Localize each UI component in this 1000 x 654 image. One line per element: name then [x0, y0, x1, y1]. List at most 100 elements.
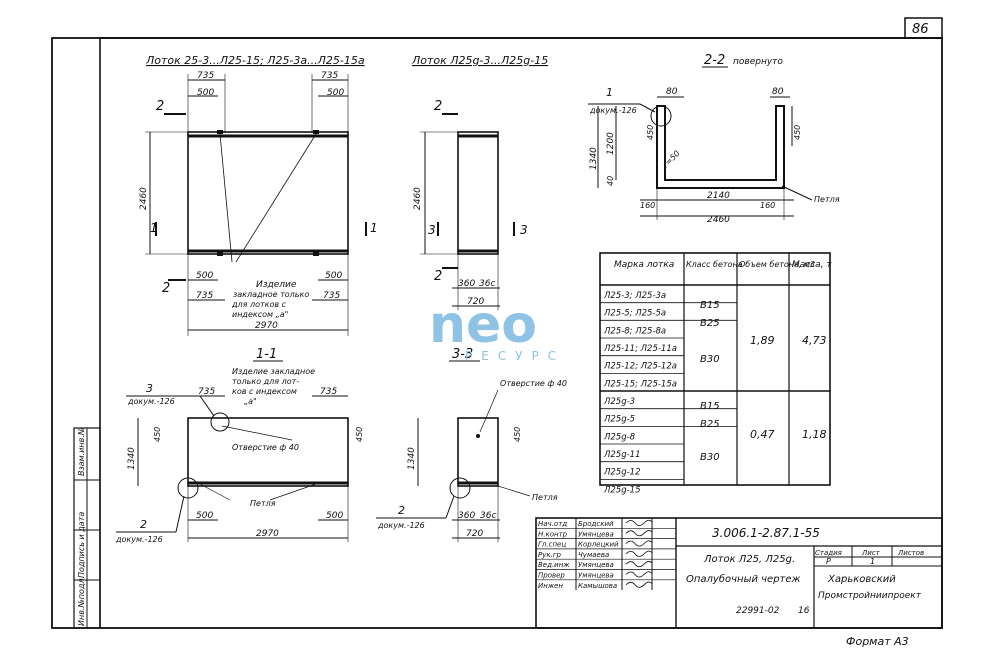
sec11-note: Изделие закладное — [232, 367, 315, 376]
sec11-note: „а" — [244, 397, 257, 406]
cell-volume: 0,47 — [750, 428, 775, 441]
cell-class: В25 — [700, 318, 720, 329]
stamp-name: Умянцева — [578, 572, 614, 580]
section-mark-3: 3 — [520, 223, 528, 237]
title-block — [535, 517, 943, 629]
dim-450: 450 — [153, 427, 162, 442]
sec22-profile — [656, 105, 785, 189]
cell-class: В30 — [700, 452, 720, 463]
table-row-mark: Л25-8; Л25-8а — [603, 326, 666, 336]
dim-450: 450 — [646, 125, 655, 140]
detail-circle-1 — [650, 105, 672, 127]
signature-scribble — [625, 571, 653, 578]
table-row-mark: Л25g-5 — [603, 415, 635, 425]
callout-2: 2 — [140, 518, 147, 531]
org-name: Промстройниипроект — [818, 591, 922, 601]
leader-line — [221, 425, 293, 441]
dim-720: 720 — [466, 529, 483, 539]
cell-class: В25 — [700, 419, 720, 430]
dim-500: 500 — [325, 271, 342, 281]
stamp-h-sheets: Листов — [897, 549, 924, 557]
dim-735: 735 — [197, 71, 214, 81]
dim-80: 80 — [666, 87, 678, 97]
table-row-mark: Л25g-11 — [603, 450, 641, 460]
dim-500: 500 — [326, 511, 343, 521]
th-marka: Марка лотка — [614, 260, 674, 270]
stamp-role: Провер — [538, 572, 565, 580]
stamp-name: Умянцева — [578, 561, 614, 569]
leader-line — [497, 485, 531, 497]
dim-1340: 1340 — [589, 147, 599, 170]
dim-2140: 2140 — [707, 191, 730, 201]
dim-36c: 36с — [479, 279, 495, 289]
stamp-role: Рук.гр — [538, 551, 561, 559]
signature-scribble — [625, 519, 653, 526]
embed-plate — [313, 252, 319, 256]
side-stamp-label: Подпись и дата — [77, 512, 86, 578]
th-klass: Класс бетона — [686, 260, 743, 269]
org-name: Харьковский — [827, 574, 896, 585]
callout-2: 2 — [398, 504, 405, 517]
spec-table — [599, 252, 831, 486]
callout-1: 1 — [606, 86, 613, 99]
note-petlya: Петля — [814, 195, 840, 204]
cell-class: В30 — [700, 354, 720, 365]
note-zaklad: для лотков с — [231, 300, 287, 309]
note-izdelie: Изделие — [256, 280, 297, 290]
note-petlya: Петля — [250, 499, 276, 508]
callout-3: 3 — [146, 382, 153, 395]
callout-dokum: докум.-126 — [127, 397, 175, 406]
leader-line — [219, 133, 233, 263]
dim-735: 735 — [196, 291, 213, 301]
th-obem: Объем бетона, м3 — [739, 260, 815, 269]
dim-500: 500 — [196, 511, 213, 521]
stamp-v-sheet: 1 — [870, 557, 875, 566]
callout-dokum: докум.-126 — [377, 521, 425, 530]
leader-line — [639, 103, 656, 113]
cell-volume: 1,89 — [750, 334, 775, 347]
table-row-mark: Л25-5; Л25-5а — [603, 309, 666, 319]
dim-2460: 2460 — [139, 187, 149, 210]
signature-scribble — [625, 530, 653, 537]
copy-number: 16 — [798, 606, 810, 616]
leader-line — [445, 495, 455, 519]
stamp-h-stage: Стадия — [815, 549, 842, 557]
dim-360: 360 — [458, 279, 475, 289]
main-view-title: Лоток 25-3...Л25-15; Л25-3а...Л25-15а — [145, 54, 365, 67]
leader-line — [175, 495, 185, 533]
signature-scribble — [625, 550, 653, 557]
leader-line — [269, 483, 317, 501]
dim-720: 720 — [467, 297, 484, 307]
page-number: 86 — [912, 22, 929, 37]
detail-circle-2 — [449, 477, 471, 499]
dim-500: 500 — [327, 88, 344, 98]
callout-dokum: докум.-126 — [589, 106, 637, 115]
note-otverstie: Отверстие ф 40 — [232, 443, 299, 452]
cell-mass: 1,18 — [802, 428, 827, 441]
signature-scribble — [625, 561, 653, 568]
dim-500: 500 — [197, 88, 214, 98]
sec11-outline — [187, 417, 349, 487]
dim-735: 735 — [198, 387, 215, 397]
main-tray-outline — [187, 131, 349, 255]
dim-160: 160 — [760, 201, 775, 210]
section-mark-3: 3 — [428, 223, 436, 237]
stamp-role: Нач.отд — [538, 520, 567, 528]
format-label: Формат А3 — [846, 635, 909, 648]
sheet-name: Опалубочный чертеж — [686, 573, 801, 585]
sec11-note: ков с индексом — [232, 387, 297, 396]
table-row-mark: Л25g-3 — [603, 397, 635, 407]
stamp-role: Вед.инж — [538, 561, 570, 569]
dim-40: 40 — [606, 176, 615, 186]
stamp-name: Умянцева — [578, 530, 614, 538]
stamp-role: Н.контр — [538, 530, 568, 538]
small-tray-outline — [457, 131, 499, 255]
dim-1340: 1340 — [407, 447, 417, 470]
dim-500: 500 — [196, 271, 213, 281]
table-row-mark: Л25g-15 — [603, 485, 641, 495]
leader-line — [235, 133, 317, 263]
stamp-v-stage: Р — [826, 557, 831, 566]
watermark-sub: РЕСУРС — [465, 349, 565, 363]
side-stamp-label: Инв.№подл. — [77, 576, 86, 626]
